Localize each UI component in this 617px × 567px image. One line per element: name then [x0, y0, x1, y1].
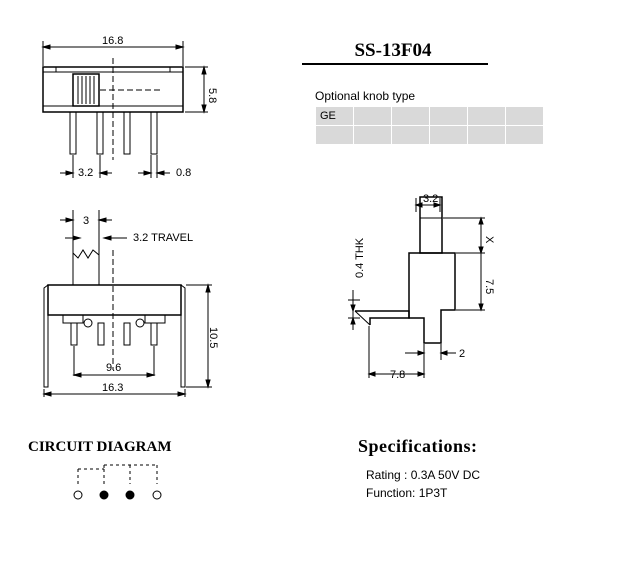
side-base-label: 7.8 [390, 369, 405, 381]
side-view [348, 196, 485, 378]
front-travel-label: 3.2 TRAVEL [133, 232, 193, 244]
knob-cell-empty [353, 125, 392, 145]
knob-type-table: GE [315, 106, 544, 145]
side-knob-label: 3.2 [423, 193, 438, 205]
knob-cell: GE [315, 106, 354, 126]
terminal-open-1 [73, 490, 83, 500]
terminal-closed-1 [99, 490, 109, 500]
top-pin-width-label: 0.8 [176, 167, 191, 179]
front-inner-span-label: 9.6 [106, 362, 121, 374]
knob-cell-empty [505, 125, 544, 145]
side-x-label: X [483, 236, 495, 244]
front-height-label: 10.5 [207, 327, 219, 348]
knob-cell-empty [391, 125, 430, 145]
knob-cell [505, 106, 544, 126]
top-width-label: 16.8 [102, 35, 123, 47]
top-view [41, 41, 208, 178]
knob-type-label: Optional knob type [315, 89, 416, 103]
knob-cell [467, 106, 506, 126]
model-title: SS-13F04 [354, 40, 432, 61]
side-thickness-label: 0.4 THK [354, 237, 366, 278]
terminal-open-2 [152, 490, 162, 500]
terminal-closed-2 [125, 490, 135, 500]
top-pitch-label: 3.2 [78, 167, 93, 179]
front-overall-label: 16.3 [102, 382, 123, 394]
knob-cell [353, 106, 392, 126]
knob-cell-empty [315, 125, 354, 145]
knob-cell [429, 106, 468, 126]
specifications-title: Specifications: [358, 436, 478, 456]
knob-cell-empty [467, 125, 506, 145]
knob-cell-empty [429, 125, 468, 145]
spec-rating: Rating : 0.3A 50V DC [366, 468, 481, 482]
front-view [42, 210, 212, 397]
side-pin-label: 2 [459, 348, 465, 360]
circuit-diagram [73, 464, 162, 500]
top-height-label: 5.8 [206, 88, 218, 103]
side-body-label: 7.5 [483, 279, 495, 294]
circuit-diagram-title: CIRCUIT DIAGRAM [28, 439, 172, 455]
front-knob-width-label: 3 [83, 215, 89, 227]
title-underline [302, 63, 488, 65]
spec-function: Function: 1P3T [366, 486, 448, 500]
knob-cell [391, 106, 430, 126]
